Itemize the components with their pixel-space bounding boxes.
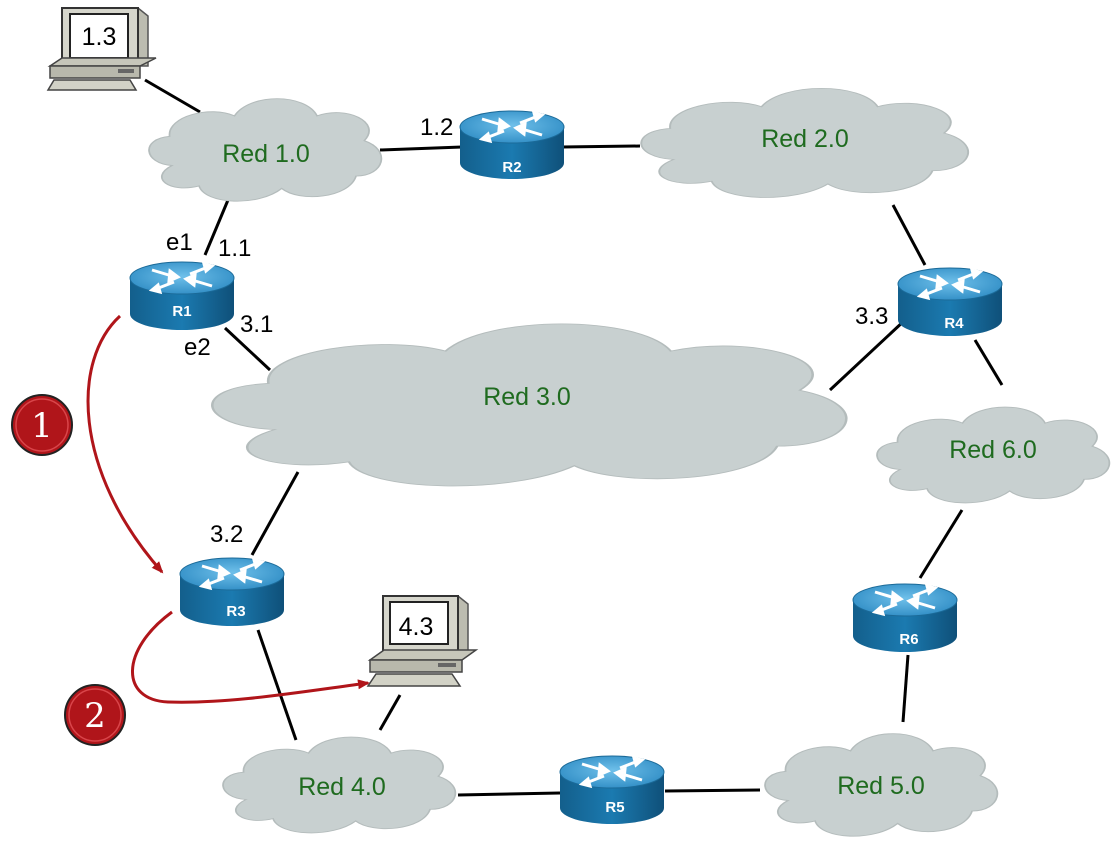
- link-r3-n4: [256, 629, 298, 741]
- router-r6[interactable]: R6: [852, 583, 958, 652]
- computer-icon: [46, 7, 157, 91]
- computer-icon: [366, 595, 479, 687]
- router-arrows-icon: [148, 261, 216, 295]
- router-label: R2: [502, 159, 521, 176]
- interface-labels: 1.2 e1 1.1 3.1 e2 3.3 3.2: [166, 114, 888, 548]
- network-label: Red 5.0: [837, 772, 925, 800]
- r2-interface-address: 1.2: [420, 114, 453, 141]
- link-n4-r5: [457, 791, 561, 797]
- step-badge-1: 1: [11, 394, 73, 456]
- host-label: 1.3: [82, 23, 117, 51]
- link-r5-n5: [664, 788, 761, 793]
- router-label: R5: [605, 799, 624, 816]
- router-label: R3: [226, 603, 245, 620]
- router-r1[interactable]: R1: [129, 261, 235, 330]
- link-n3-r3: [250, 471, 300, 556]
- r3-interface-address: 3.2: [210, 521, 243, 548]
- cloud-red-4: Red 4.0: [223, 737, 455, 833]
- link-r2-n2: [561, 144, 641, 149]
- r1-interface-address-1: 1.1: [218, 235, 251, 262]
- link-n5-r6: [901, 654, 910, 723]
- router-arrows-icon: [871, 583, 939, 617]
- link-n1-r1: [203, 199, 230, 256]
- step-1-arrow: [86, 314, 164, 574]
- router-label: R1: [172, 303, 191, 320]
- host-4-3[interactable]: 4.3: [366, 595, 479, 687]
- cloud-red-6: Red 6.0: [877, 407, 1109, 503]
- step-number: 1: [31, 406, 53, 446]
- router-label: R6: [899, 631, 918, 648]
- links: [144, 78, 1004, 797]
- r1-interface-e1: e1: [166, 229, 193, 256]
- step-badge-2: 2: [64, 684, 126, 746]
- step-2-arrow: [131, 610, 370, 704]
- router-label: R4: [944, 315, 964, 332]
- router-r5[interactable]: R5: [559, 755, 665, 824]
- cloud-red-1: Red 1.0: [149, 99, 381, 202]
- link-host13-n1: [144, 78, 201, 114]
- router-r4[interactable]: R4: [897, 267, 1003, 336]
- network-label: Red 6.0: [949, 436, 1037, 464]
- link-host43-n4: [378, 694, 402, 731]
- router-r3[interactable]: R3: [179, 557, 285, 626]
- router-r2[interactable]: R2: [459, 110, 565, 179]
- cloud-red-3: Red 3.0: [212, 324, 846, 486]
- link-r6-n6: [918, 509, 964, 579]
- link-r4-n6: [973, 339, 1004, 386]
- network-label: Red 4.0: [298, 773, 386, 801]
- r1-interface-address-3: 3.1: [240, 311, 273, 338]
- cloud-red-5: Red 5.0: [765, 734, 997, 837]
- cloud-red-2: Red 2.0: [641, 88, 968, 197]
- router-arrows-icon: [198, 557, 266, 591]
- router-arrows-icon: [478, 110, 546, 144]
- host-1-3[interactable]: 1.3: [46, 7, 157, 91]
- network-label: Red 1.0: [222, 140, 310, 168]
- r4-interface-address: 3.3: [855, 303, 888, 330]
- network-label: Red 2.0: [761, 125, 849, 153]
- host-label: 4.3: [399, 613, 434, 641]
- link-r1-n3: [223, 326, 272, 372]
- link-r4-n3: [828, 318, 907, 392]
- router-arrows-icon: [578, 755, 646, 789]
- packet-path: [86, 314, 370, 704]
- r1-interface-e2: e2: [184, 334, 211, 361]
- step-number: 2: [84, 696, 106, 736]
- link-n2-r4: [891, 204, 927, 266]
- network-label: Red 3.0: [483, 383, 571, 411]
- router-arrows-icon: [916, 267, 984, 301]
- link-n1-r2: [379, 145, 463, 152]
